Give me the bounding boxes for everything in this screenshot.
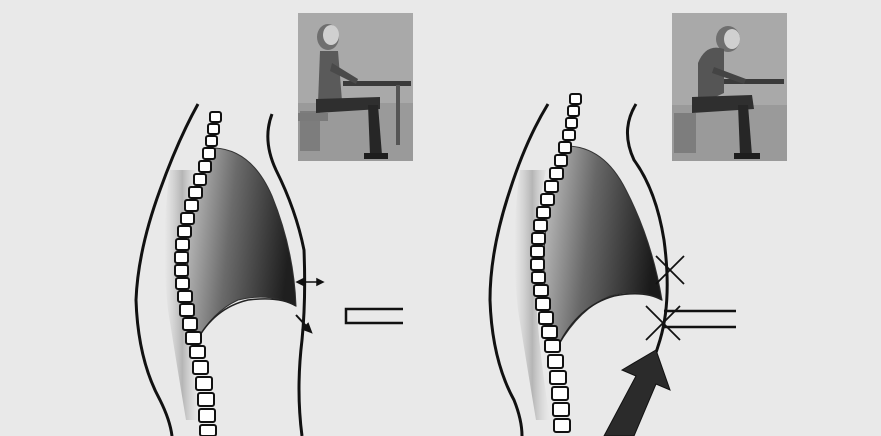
equals-icon (346, 309, 403, 323)
right-torso-figure (490, 94, 736, 436)
left-double-arrow-icon (297, 279, 323, 285)
cross-mark-icon-upper (656, 256, 684, 284)
large-arrow-icon (604, 350, 670, 436)
blocked-pipe-icon (664, 311, 736, 327)
left-torso-figure (136, 104, 403, 436)
